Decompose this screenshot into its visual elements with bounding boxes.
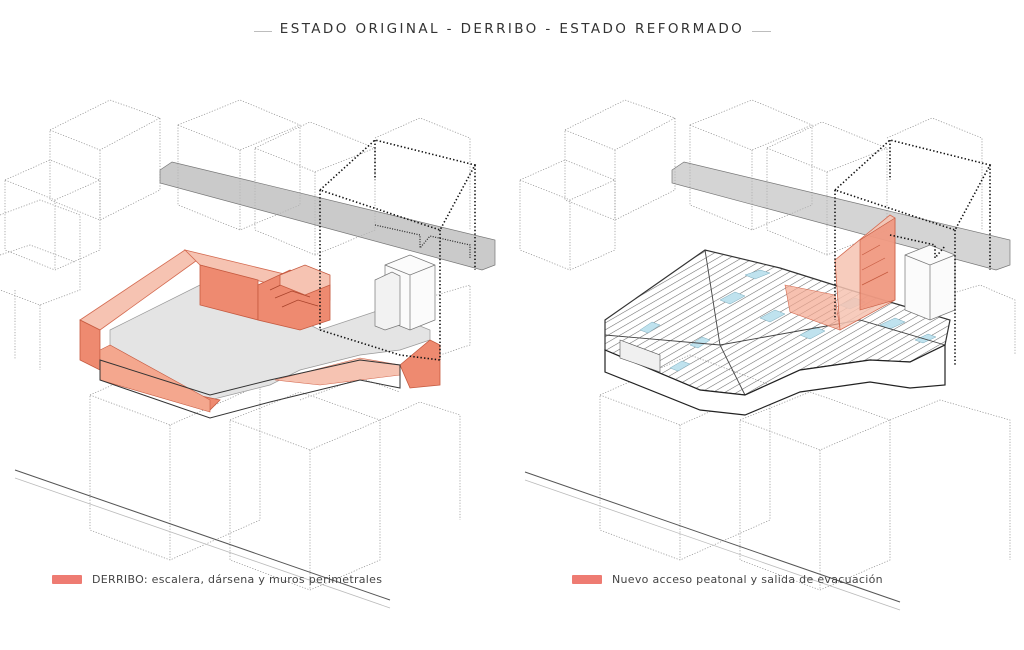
diagram-title-bar: ESTADO ORIGINAL - DERRIBO - ESTADO REFOR…: [0, 18, 1024, 46]
street-lines-left: [14, 469, 391, 609]
new-pedestrian-access: [784, 214, 896, 331]
legend-label-nuevo-acceso: Nuevo acceso peatonal y salida de evacua…: [612, 573, 883, 586]
legend-derribo: DERRIBO: escalera, dársena y muros perim…: [52, 573, 382, 586]
legend-swatch-derribo: [52, 575, 82, 584]
context-buildings-left: [0, 99, 471, 591]
panel-estado-reformado: [519, 99, 1016, 611]
wireframe-volume-right: [833, 139, 992, 365]
core-building-right: [904, 244, 956, 321]
legend-swatch-nuevo-acceso: [572, 575, 602, 584]
legend-nuevo-acceso: Nuevo acceso peatonal y salida de evacua…: [572, 573, 883, 586]
wireframe-volume-left: [318, 139, 477, 361]
demolition-walls: [79, 249, 441, 413]
core-building-left: [374, 254, 436, 331]
diagram-title-text: ESTADO ORIGINAL - DERRIBO - ESTADO REFOR…: [271, 21, 753, 37]
street-lines-right: [524, 471, 901, 611]
roof-ridges: [604, 249, 946, 396]
panel-original-derribo: [0, 99, 496, 609]
diagram-title: ESTADO ORIGINAL - DERRIBO - ESTADO REFOR…: [0, 21, 1024, 37]
elevated-road-band-left: [159, 161, 496, 271]
legend-label-derribo: DERRIBO: escalera, dársena y muros perim…: [92, 573, 383, 586]
